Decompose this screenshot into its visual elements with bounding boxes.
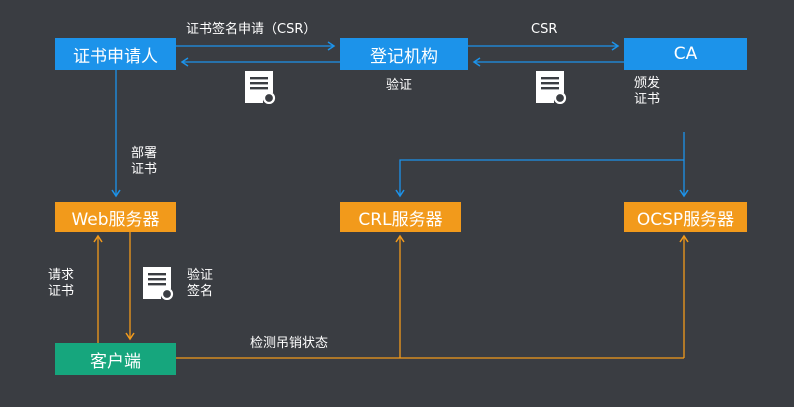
ca-to-crl-arrow [395,159,684,198]
crl-server-node: CRL服务器 [340,202,461,232]
web-server-node: Web服务器 [55,202,176,232]
client-node: 客户端 [55,343,176,375]
certificate-icon [245,71,276,104]
ra-node: 登记机构 [340,38,468,70]
ocsp-server-node: OCSP服务器 [624,202,747,232]
issue-label: 颁发 证书 [634,76,661,107]
csr-short-label: CSR [531,22,558,37]
verify-label: 验证 [386,78,413,93]
csr-label: 证书签名申请（CSR） [186,22,317,37]
deploy-label: 部署 证书 [131,146,158,177]
ca-node: CA [624,38,747,70]
check-revocation-label: 检测吊销状态 [250,336,329,351]
applicant-node: 证书申请人 [55,38,176,70]
verify-sign-label: 验证 签名 [187,268,214,299]
certificate-icon [143,267,174,300]
certificate-icon [536,71,567,104]
request-label: 请求 证书 [48,268,75,299]
